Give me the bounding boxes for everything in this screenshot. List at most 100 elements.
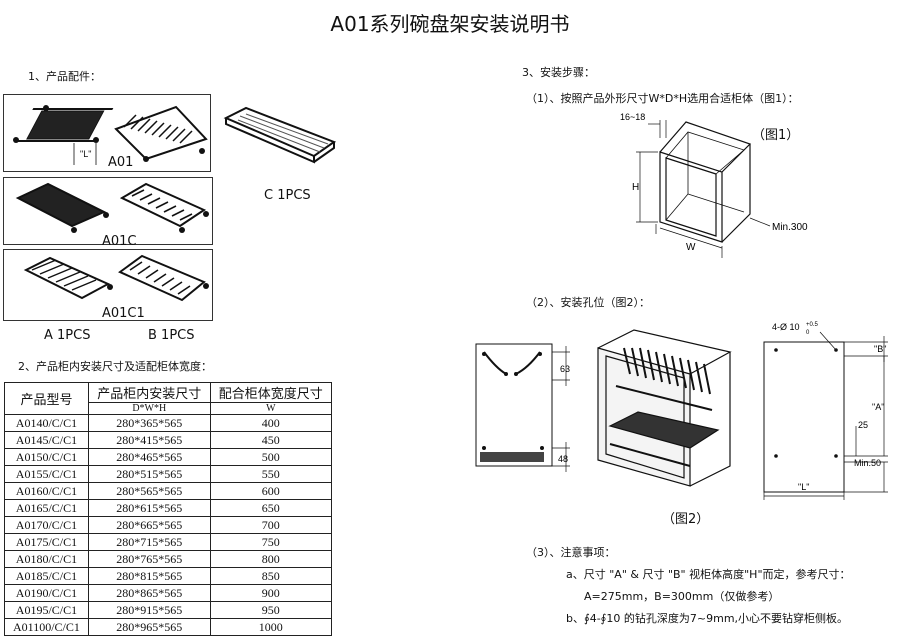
figure2-installed-cabinet [597, 329, 732, 487]
table-heading: 2、产品柜内安装尺寸及适配柜体宽度： [18, 360, 212, 373]
note-b: b、∮4-∮10 的钻孔深度为7~9mm,小心不要钻穿柜侧板。 [566, 612, 849, 625]
figure1-caption: （图1） [752, 128, 800, 143]
a-quantity-label: A 1PCS [44, 328, 91, 343]
model-cell: A0160/C/C1 [4, 482, 89, 500]
dim-side-label: 16~18 [620, 112, 645, 122]
c-quantity-label: C 1PCS [264, 188, 311, 203]
install-size-cell: 280*915*565 [87, 601, 211, 619]
l-dimension-label: "L" [80, 149, 92, 159]
figure2-caption: （图2） [662, 512, 710, 527]
model-cell: A0155/C/C1 [4, 465, 89, 483]
cabinet-width-cell: 750 [209, 533, 333, 551]
dim-63-label: 63 [560, 364, 570, 374]
dim-b-label: "B" [874, 344, 886, 354]
install-size-cell: 280*865*565 [87, 584, 211, 602]
note-a: a、尺寸 "A" & 尺寸 "B" 视柜体高度"H"而定，参考尺寸： [566, 568, 851, 581]
dim-h-label: H [632, 182, 639, 193]
header-install-size: 产品柜内安装尺寸 [87, 382, 211, 403]
install-size-cell: 280*565*565 [87, 482, 211, 500]
step1-heading: （1）、按照产品外形尺寸W*D*H选用合适柜体（图1）： [526, 92, 799, 105]
part-a01c-box: A01C [3, 177, 213, 249]
figure2-hole-dimensions: 4-Ø 10 +0.5 0 "B" "A" 25 Min.50 "L" [763, 322, 888, 500]
install-size-cell: 280*415*565 [87, 431, 211, 449]
hole-tolerance-upper: +0.5 [806, 322, 819, 328]
header-model: 产品型号 [4, 382, 89, 415]
dim-a-label: "A" [872, 402, 884, 412]
figure2-side-panel-holes: 63 48 [475, 343, 570, 472]
model-cell: A0145/C/C1 [4, 431, 89, 449]
cabinet-width-cell: 950 [209, 601, 333, 619]
figure1-cabinet-diagram: 16~18 H W Min.300 [620, 112, 808, 258]
install-size-cell: 280*365*565 [87, 414, 211, 432]
dim-l-label: "L" [798, 482, 809, 492]
model-cell: A0140/C/C1 [4, 414, 89, 432]
subheader-w: W [209, 402, 333, 415]
model-cell: A0165/C/C1 [4, 499, 89, 517]
subheader-dwh: D*W*H [87, 402, 211, 415]
cabinet-width-cell: 900 [209, 584, 333, 602]
cabinet-width-cell: 700 [209, 516, 333, 534]
cabinet-width-cell: 850 [209, 567, 333, 585]
install-size-cell: 280*965*565 [87, 618, 211, 636]
model-cell: A0195/C/C1 [4, 601, 89, 619]
page-title: A01系列碗盘架安装说明书 [330, 12, 570, 36]
step2-heading: （2）、安装孔位（图2）： [526, 296, 650, 309]
a01-caption: A01 [108, 155, 134, 170]
cabinet-width-cell: 500 [209, 448, 333, 466]
install-size-cell: 280*515*565 [87, 465, 211, 483]
part-a01-box: "L" A01 [3, 94, 211, 172]
hole-spec-label: 4-Ø 10 [772, 322, 800, 332]
cabinet-width-cell: 800 [209, 550, 333, 568]
install-size-cell: 280*765*565 [87, 550, 211, 568]
install-size-cell: 280*715*565 [87, 533, 211, 551]
hole-tolerance-lower: 0 [806, 330, 810, 336]
dim-min300-label: Min.300 [772, 222, 808, 233]
model-cell: A01100/C/C1 [4, 618, 89, 636]
model-cell: A0170/C/C1 [4, 516, 89, 534]
install-size-cell: 280*665*565 [87, 516, 211, 534]
a01c-caption: A01C [102, 234, 137, 249]
install-size-cell: 280*465*565 [87, 448, 211, 466]
model-cell: A0175/C/C1 [4, 533, 89, 551]
spec-table: 产品型号 产品柜内安装尺寸 配合柜体宽度尺寸 D*W*H W A0140/C/C… [4, 382, 333, 636]
install-size-cell: 280*615*565 [87, 499, 211, 517]
steps-heading: 3、安装步骤： [522, 66, 595, 79]
dim-48-label: 48 [558, 454, 568, 464]
accessories-heading: 1、产品配件： [28, 70, 101, 83]
drip-tray-c-illustration [223, 106, 337, 164]
install-size-cell: 280*815*565 [87, 567, 211, 585]
dim-min50-label: Min.50 [854, 458, 881, 468]
cabinet-width-cell: 600 [209, 482, 333, 500]
a01-racks-illustration [13, 105, 208, 165]
step3-heading: （3）、注意事项： [526, 546, 616, 559]
a01c1-caption: A01C1 [102, 306, 145, 321]
model-cell: A0180/C/C1 [4, 550, 89, 568]
model-cell: A0190/C/C1 [4, 584, 89, 602]
dim-25-label: 25 [858, 420, 868, 430]
a01c1-racks-illustration [23, 254, 209, 302]
cabinet-width-cell: 1000 [209, 618, 333, 636]
part-a01c1-box: A01C1 [3, 249, 213, 321]
model-cell: A0150/C/C1 [4, 448, 89, 466]
note-a-values: A=275mm，B=300mm（仅做参考） [584, 590, 780, 603]
b-quantity-label: B 1PCS [148, 328, 195, 343]
cabinet-width-cell: 400 [209, 414, 333, 432]
cabinet-width-cell: 450 [209, 431, 333, 449]
a01c-racks-illustration [15, 182, 209, 233]
header-cabinet-width: 配合柜体宽度尺寸 [209, 382, 333, 403]
dim-w-label: W [686, 242, 696, 253]
model-cell: A0185/C/C1 [4, 567, 89, 585]
